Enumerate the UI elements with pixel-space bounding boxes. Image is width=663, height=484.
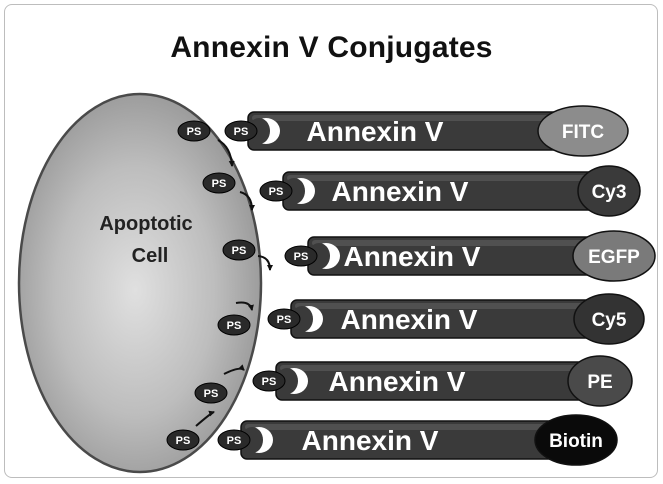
bound-ps-label: PS [277, 314, 292, 326]
bound-ps-label: PS [227, 435, 242, 447]
conjugate-pe: PS Annexin V PE [252, 355, 633, 407]
tag-label: Cy5 [592, 310, 627, 331]
tag-label: PE [587, 372, 612, 393]
ps-blob [166, 429, 200, 451]
ps-label: PS [232, 245, 247, 257]
ps-blob [222, 239, 256, 261]
annexin-label: Annexin V [329, 366, 466, 397]
conjugate-cy5: PS Annexin V Cy5 [267, 293, 645, 345]
tag-bubble [572, 230, 656, 282]
tag-label: EGFP [588, 247, 640, 268]
ps-blob [194, 382, 228, 404]
flip-arrow-icon [235, 301, 254, 311]
rod-highlight [252, 115, 584, 121]
bound-ps-label: PS [294, 251, 309, 263]
cell-label-line1: Apoptotic [99, 213, 192, 235]
tag-label: FITC [562, 122, 604, 143]
cell-label-line2: Cell [132, 245, 169, 267]
tag-bubble [577, 165, 641, 217]
ps-label: PS [212, 178, 227, 190]
conjugate-cy3: PS Annexin V Cy3 [259, 165, 641, 217]
bound-ps-blob [252, 370, 286, 392]
bound-ps-label: PS [262, 376, 277, 388]
flip-arrow-icon [195, 410, 215, 427]
apoptotic-cell [17, 92, 263, 474]
tag-bubble [534, 414, 618, 466]
ps-label: PS [227, 320, 242, 332]
bound-ps-blob [224, 120, 258, 142]
cell-ps-marker: PS [177, 120, 235, 167]
cell-ps-marker: PS [222, 239, 273, 271]
cell-ps-marker: PS [202, 172, 255, 211]
cell-ps-group: PS PS PS PS PS PS [166, 120, 273, 451]
ps-label: PS [204, 388, 219, 400]
ps-label: PS [176, 435, 191, 447]
ps-blob [202, 172, 236, 194]
rod-highlight [280, 365, 584, 371]
cell-ps-marker: PS [194, 364, 245, 404]
rod-highlight [245, 424, 552, 430]
conjugate-biotin: PS Annexin V Biotin [217, 414, 618, 466]
annexin-label: Annexin V [332, 176, 469, 207]
bound-ps-label: PS [269, 186, 284, 198]
tag-bubble [573, 293, 645, 345]
tag-label: Cy3 [592, 182, 627, 203]
bound-ps-blob [284, 245, 318, 267]
conjugate-egfp: PS Annexin V EGFP [284, 230, 656, 282]
bound-ps-blob [259, 180, 293, 202]
rod-highlight [287, 175, 600, 181]
ps-label: PS [187, 126, 202, 138]
cell-ps-marker: PS [217, 301, 254, 336]
conjugate-fitc: PS Annexin V FITC [224, 105, 629, 157]
flip-arrow-icon [223, 364, 245, 375]
flip-arrow-icon [239, 191, 255, 211]
diagram-title: Annexin V Conjugates [170, 31, 493, 64]
bound-ps-blob [267, 308, 301, 330]
rod-highlight [312, 240, 602, 246]
flip-arrow-icon [217, 139, 235, 167]
annexin-label: Annexin V [307, 116, 444, 147]
rod-highlight [295, 303, 597, 309]
bound-ps-label: PS [234, 126, 249, 138]
annexin-label: Annexin V [341, 304, 478, 335]
tag-bubble [567, 355, 633, 407]
tag-bubble [537, 105, 629, 157]
tag-label: Biotin [549, 431, 603, 452]
bound-ps-blob [217, 429, 251, 451]
flip-arrow-icon [257, 255, 273, 271]
annexin-label: Annexin V [344, 241, 481, 272]
cell-ps-marker: PS [166, 410, 215, 451]
annexin-label: Annexin V [302, 425, 439, 456]
ps-blob [217, 314, 251, 336]
ps-blob [177, 120, 211, 142]
